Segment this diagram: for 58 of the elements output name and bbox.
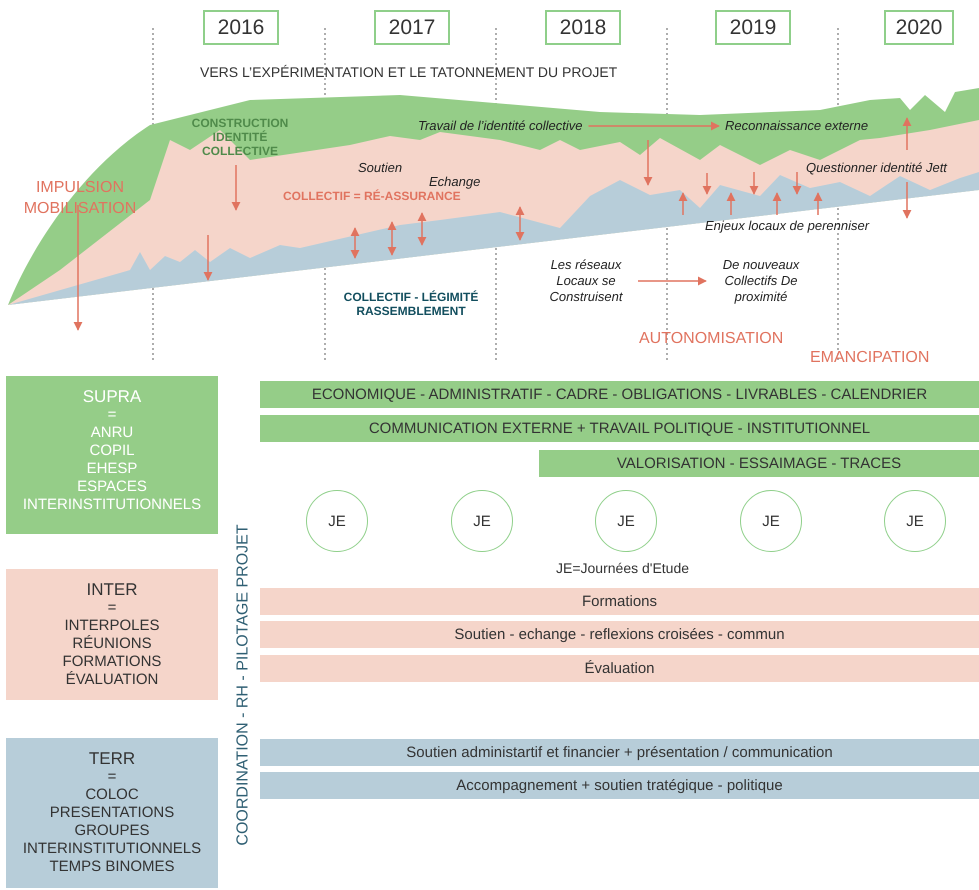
year-box: 2016 — [203, 10, 279, 45]
study-day-circle: JE — [884, 490, 946, 552]
phase-label: AUTONOMISATION — [639, 329, 784, 348]
study-day-circle: JE — [451, 490, 513, 552]
panel-text: ANRU — [90, 424, 134, 442]
year-box: 2017 — [374, 10, 450, 45]
panel-text: INTERPOLES — [63, 617, 161, 635]
panel-text: RÉUNIONS — [71, 635, 153, 653]
year-box: 2019 — [715, 10, 791, 45]
panel-text: = — [106, 768, 118, 786]
panel-text: ÉVALUATION — [64, 671, 160, 689]
panel-text: INTERINSTITUTIONNELS — [22, 840, 202, 858]
phase-label: COLLECTIF = RÉ-ASSURANCE — [283, 189, 461, 203]
arrow — [588, 122, 720, 130]
activity-bar: COMMUNICATION EXTERNE + TRAVAIL POLITIQUE - INSTITUTIONNEL — [260, 415, 979, 442]
annotation-text: De nouveaux Collectifs De proximité — [712, 257, 810, 305]
annotation-text: Questionner identité Jett — [806, 160, 947, 176]
annotation-text: Enjeux locaux de perenniser — [705, 218, 870, 234]
panel-text: FORMATIONS — [62, 653, 162, 671]
panel-text: COLOC — [84, 786, 140, 804]
vertical-label: COORDINATION - RH - PILOTAGE PROJET — [234, 524, 252, 846]
annotation-text: Reconnaissance externe — [725, 118, 868, 134]
level-panel — [6, 569, 218, 700]
panel-text: PRESENTATIONS — [48, 804, 176, 822]
annotation-text: VERS L’EXPÉRIMENTATION ET LE TATONNEMENT DU PROJET — [200, 64, 618, 81]
phase-label: COLLECTIF - LÉGIMITÉ RASSEMBLEMENT — [342, 290, 480, 318]
activity-bar: VALORISATION - ESSAIMAGE - TRACES — [539, 450, 979, 477]
study-day-circle: JE — [595, 490, 657, 552]
panel-heading: SUPRA — [82, 388, 142, 406]
study-day-circle: JE — [740, 490, 802, 552]
panel-text: ESPACES — [76, 478, 148, 496]
year-box: 2018 — [545, 10, 621, 45]
annotation-text: Echange — [429, 174, 480, 189]
study-day-circle: JE — [306, 490, 368, 552]
annotation-text: Soutien — [358, 160, 402, 176]
panel-text: = — [106, 406, 118, 424]
activity-bar: Évaluation — [260, 655, 979, 682]
phase-label: EMANCIPATION — [810, 348, 930, 367]
panel-text: TEMPS BINOMES — [48, 858, 176, 876]
activity-bar: Soutien administartif et financier + présentation / communication — [260, 739, 979, 766]
panel-heading: TERR — [88, 750, 136, 768]
panel-text: COPIL — [88, 442, 136, 460]
annotation-text: Les réseaux Locaux se Construisent — [540, 257, 632, 305]
annotation-text: Travail de l’identité collective — [418, 118, 582, 134]
activity-bar: ECONOMIQUE - ADMINISTRATIF - CADRE - OBLIGATIONS - LIVRABLES - CALENDRIER — [260, 381, 979, 408]
panel-text: = — [106, 599, 118, 617]
panel-text: GROUPES — [73, 822, 150, 840]
activity-bar: Soutien - echange - reflexions croisées - commun — [260, 621, 979, 648]
year-box: 2020 — [884, 10, 954, 45]
level-panel — [6, 376, 218, 534]
panel-heading: INTER — [86, 581, 138, 599]
legend-note: JE=Journées d'Etude — [556, 560, 690, 577]
activity-bar: Accompagnement + soutien tratégique - politique — [260, 772, 979, 799]
panel-text: INTERINSTITUTIONNELS — [22, 496, 202, 514]
level-panel — [6, 738, 218, 888]
panel-text: EHESP — [86, 460, 138, 478]
activity-bar: Formations — [260, 588, 979, 615]
arrow — [638, 276, 707, 286]
